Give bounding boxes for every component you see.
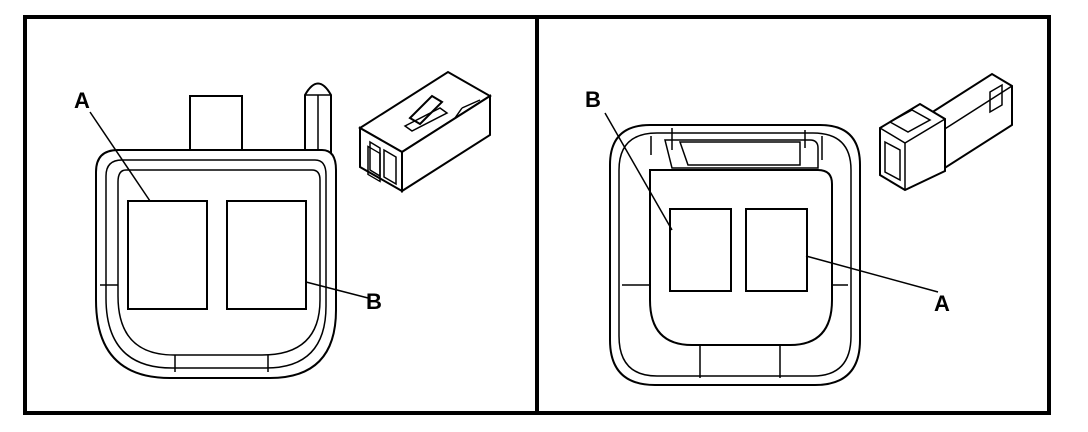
right-iso-connector-icon xyxy=(879,72,1013,192)
right-connector-face xyxy=(604,112,939,386)
left-inner-face xyxy=(117,169,321,356)
left-callout-a-line xyxy=(89,111,151,202)
left-cavity-a xyxy=(127,200,208,310)
left-iso-connector-icon xyxy=(358,70,492,193)
right-callout-b-line xyxy=(604,112,673,231)
right-label-a: A xyxy=(934,291,950,316)
right-callout-a-line xyxy=(805,255,939,293)
right-label-b: B xyxy=(585,87,601,112)
left-label-b: B xyxy=(366,289,382,314)
left-label-a: A xyxy=(74,88,90,113)
right-cavity-b xyxy=(669,208,732,292)
left-cavity-b xyxy=(226,200,307,310)
right-cavity-a xyxy=(745,208,808,292)
left-top-tab xyxy=(189,95,243,155)
left-callout-b-line xyxy=(305,281,369,299)
left-connector-face xyxy=(89,82,369,379)
